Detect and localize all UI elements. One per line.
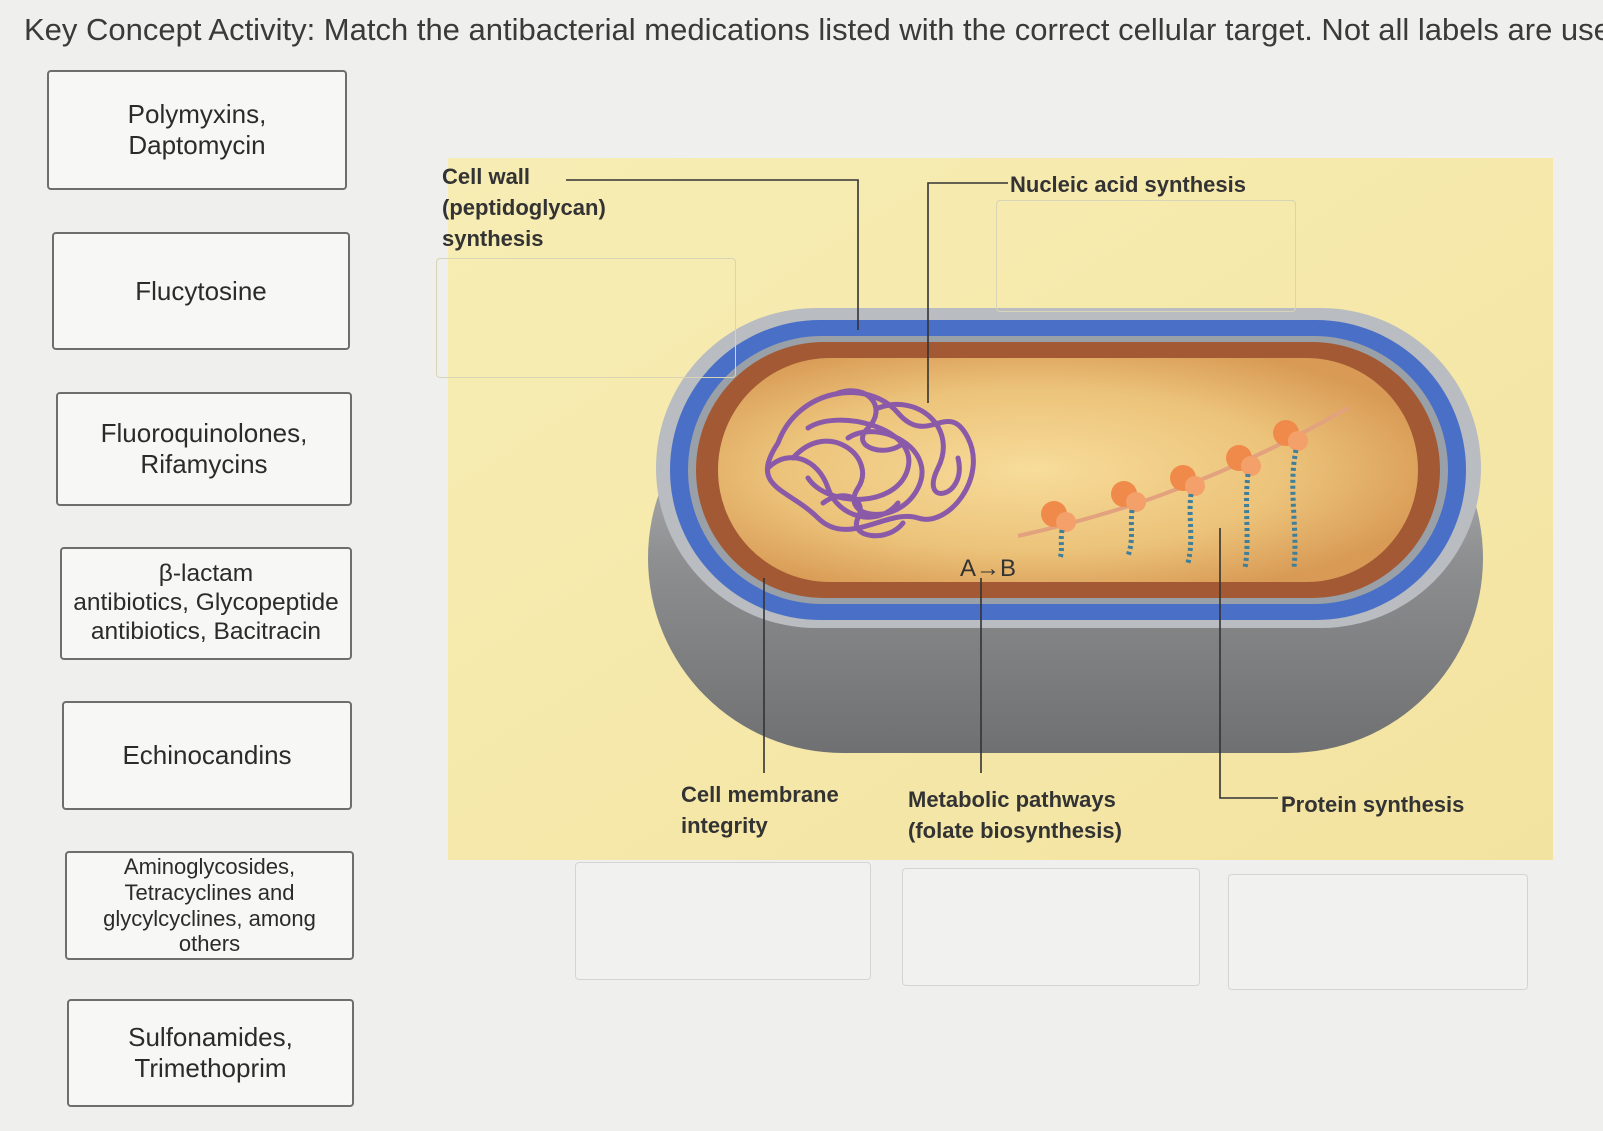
bacterial-cell-illustration (448, 158, 1553, 860)
label-text: Echinocandins (122, 740, 292, 771)
drop-zone-protein[interactable] (1228, 874, 1528, 990)
label-text: Polymyxins, Daptomycin (127, 99, 267, 160)
label-text: Flucytosine (135, 275, 267, 306)
dna-icon (764, 388, 976, 539)
instructions-text: Key Concept Activity: Match the antibact… (24, 12, 1603, 47)
target-label-cell-wall: Cell wall (peptidoglycan) synthesis (442, 164, 606, 251)
bacterial-cell-figure: Cell wall (peptidoglycan) synthesis Nucl… (436, 158, 1553, 860)
label-polymyxins-daptomycin[interactable]: Polymyxins, Daptomycin (47, 70, 347, 190)
label-text: Fluoroquinolones, Rifamycins (100, 418, 308, 479)
target-label-protein: Protein synthesis (1281, 792, 1465, 817)
leader-lines (566, 179, 1278, 799)
ribosome-icon (1041, 420, 1308, 532)
target-label-cell-membrane: Cell membrane integrity (681, 782, 839, 838)
label-aminoglycosides[interactable]: Aminoglycosides, Tetracyclines and glycy… (65, 851, 354, 960)
label-fluoroquinolones-rifamycins[interactable]: Fluoroquinolones, Rifamycins (56, 392, 352, 506)
cytoplasm (718, 358, 1418, 582)
label-sulfonamides-trimethoprim[interactable]: Sulfonamides, Trimethoprim (67, 999, 354, 1107)
drop-zone-cell-membrane[interactable] (575, 862, 871, 980)
drop-zone-cell-wall[interactable] (436, 258, 736, 378)
label-echinocandins[interactable]: Echinocandins (62, 701, 352, 810)
polypeptide-chain-icon (1057, 449, 1299, 569)
drop-zone-nucleic-acid[interactable] (996, 200, 1296, 312)
label-flucytosine[interactable]: Flucytosine (52, 232, 350, 350)
drop-zone-metabolic[interactable] (902, 868, 1200, 986)
label-text: β-lactam antibiotics, Glycopeptide antib… (73, 560, 339, 645)
target-label-metabolic: Metabolic pathways (folate biosynthesis) (908, 787, 1122, 843)
label-text: Sulfonamides, Trimethoprim (128, 1022, 293, 1083)
target-label-nucleic-acid: Nucleic acid synthesis (1010, 172, 1246, 197)
label-beta-lactam[interactable]: β-lactam antibiotics, Glycopeptide antib… (60, 547, 352, 660)
label-text: Aminoglycosides, Tetracyclines and glycy… (103, 853, 316, 957)
reaction-label: A→B (960, 555, 1017, 582)
